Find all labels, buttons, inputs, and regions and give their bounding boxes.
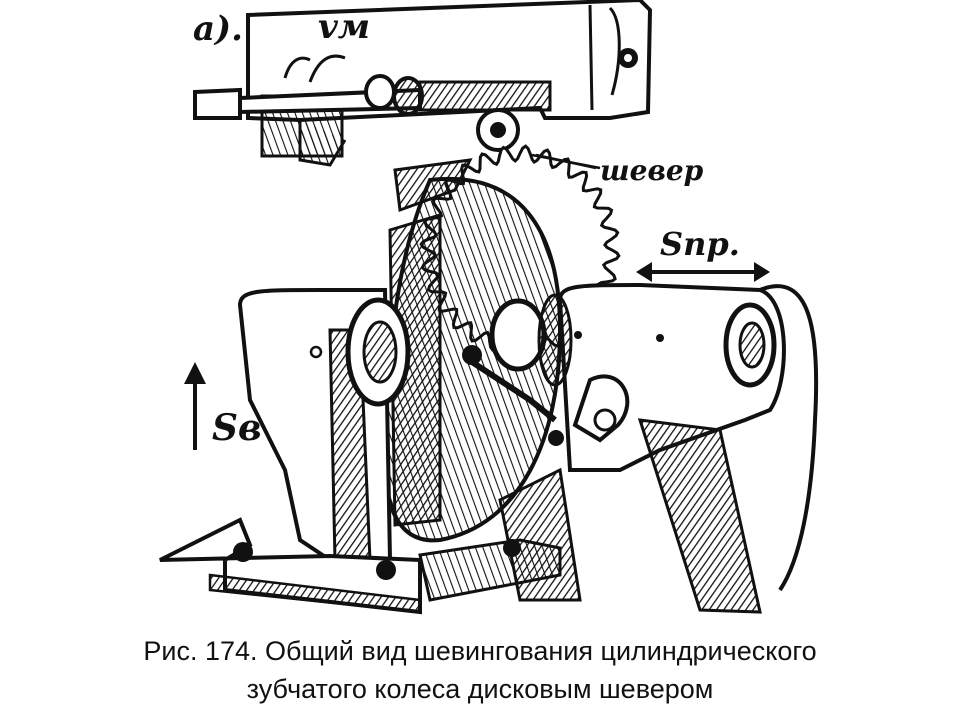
label-vm: vм [318,7,370,47]
shaver-leader-line [535,153,597,170]
right-stock [462,282,819,614]
left-stock [237,288,411,562]
label-spr: Sпр. [660,225,740,263]
feed-arrow-longitudinal [636,262,770,282]
label-shever: шевер [600,154,704,187]
shaving-machine-drawing: а). vм шевер Sпр. Sв [159,0,819,615]
label-a: а). [193,9,243,49]
caption-line-1: Рис. 174. Общий вид шевингования цилиндр… [143,636,817,666]
feed-arrow-vertical [184,362,206,450]
base-plate [159,517,562,615]
shaver-arbor [193,54,520,152]
figure-caption: Рис. 174. Общий вид шевингования цилиндр… [0,632,960,708]
label-sv: Sв [212,407,262,449]
spindle-head [246,0,653,167]
caption-line-2: зубчатого колеса дисковым шевером [246,674,714,704]
